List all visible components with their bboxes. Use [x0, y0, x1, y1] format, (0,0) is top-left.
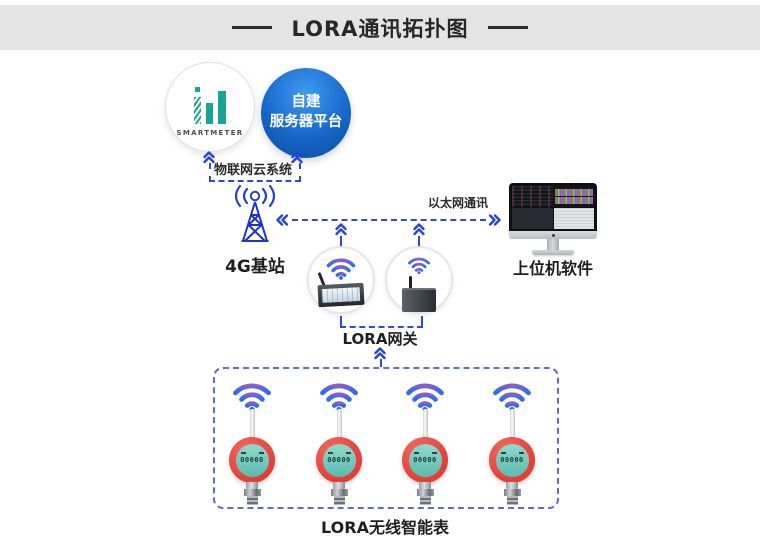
connector-collar: [333, 482, 345, 489]
meter-antenna: [509, 409, 515, 439]
connector-nut: [503, 489, 521, 496]
monitor-screen-panel: [553, 208, 594, 229]
chart-band: [554, 197, 593, 205]
connector-thread: [333, 496, 345, 505]
server-circle-line2: 服务器平台: [269, 114, 343, 130]
page-title: LORA通讯拓扑图: [291, 16, 469, 41]
gateway-uplink-stub: [418, 236, 420, 246]
wifi-signal-icon: [406, 383, 444, 412]
smart-meters-label: LORA无线智能表: [321, 518, 449, 537]
lora-gateway-label: LORA网关: [342, 330, 418, 348]
chevron-up-arrows-icon: [335, 223, 347, 236]
logo-bar-2: [206, 102, 213, 124]
logo-bar-3: [218, 90, 226, 124]
chevron-up-arrows-icon: [291, 151, 303, 164]
lora-smart-meter: 00000: [309, 379, 369, 505]
smart-meter-group-box: [213, 367, 559, 509]
title-rule-left: [231, 26, 272, 29]
lora-gateway-node-router: [385, 246, 453, 314]
gateway-device-icon: [317, 271, 365, 308]
host-software-label: 上位机软件: [512, 259, 593, 278]
connector-collar: [419, 482, 431, 489]
meter-body: 00000: [229, 437, 275, 483]
lcd-digits: 00000: [240, 456, 264, 464]
gateway-uplink-stub: [340, 236, 342, 246]
meter-body: 00000: [316, 437, 362, 483]
connector-thread: [246, 496, 258, 505]
chevron-left-arrows-icon: [276, 214, 289, 226]
gateway-device-icon: [402, 276, 436, 312]
self-server-circle: 自建 服务器平台: [261, 68, 351, 158]
device-screen: [321, 287, 361, 303]
meter-antenna: [422, 409, 428, 439]
connector-nut: [330, 489, 348, 496]
device-antenna: [409, 276, 412, 296]
meter-connector: [243, 482, 261, 505]
wifi-signal-icon: [493, 383, 531, 412]
antenna-tower-icon: [234, 185, 276, 242]
meter-connector: [416, 482, 434, 505]
connector-nut: [416, 489, 434, 496]
monitor-screen-panel: [512, 186, 553, 207]
smartmeter-brand-circle: SMARTMETER: [165, 62, 255, 152]
wifi-signal-icon: [326, 258, 356, 280]
connector-collar: [506, 482, 518, 489]
lcd-digits: 00000: [413, 456, 437, 464]
connector-collar: [246, 482, 258, 489]
monitor-screen-panel: [553, 186, 594, 207]
monitor-chin: [509, 231, 597, 239]
chevron-up-arrows-icon: [413, 223, 425, 236]
meter-connector: [330, 482, 348, 505]
wifi-signal-icon: [408, 257, 430, 275]
host-computer: [509, 183, 597, 255]
monitor-base: [532, 250, 574, 255]
chart-band: [554, 188, 593, 196]
server-circle-line1: 自建: [291, 94, 321, 111]
logo-dot: [195, 86, 200, 92]
meter-lcd-display: 00000: [322, 443, 356, 477]
monitor-logo-dot: [551, 233, 555, 237]
ethernet-dashed-line: [292, 219, 486, 221]
lcd-digits: 00000: [327, 456, 351, 464]
smartmeter-logo-icon: [194, 86, 226, 124]
chevron-up-arrows-icon: [203, 151, 215, 164]
title-bar: LORA通讯拓扑图: [0, 5, 760, 50]
meter-lcd-display: 00000: [408, 443, 442, 477]
connector-thread: [506, 496, 518, 505]
ethernet-link-label: 以太网通讯: [427, 196, 488, 210]
lora-gateway-node-lcd: [307, 246, 375, 314]
meter-body: 00000: [489, 437, 535, 483]
title-rule-right: [488, 26, 529, 29]
monitor-stand: [547, 239, 559, 250]
desktop-monitor-icon: [509, 183, 597, 231]
connector-nut: [243, 489, 261, 496]
meter-connector: [503, 482, 521, 505]
lcd-digits: 00000: [500, 456, 524, 464]
monitor-screen-panel: [512, 208, 553, 229]
brand-name: SMARTMETER: [176, 128, 244, 137]
device-body: [402, 288, 436, 312]
logo-bar-1: [194, 96, 201, 124]
lora-smart-meter: 00000: [482, 379, 542, 505]
meter-lcd-display: 00000: [495, 443, 529, 477]
gateway-connector-bracket: [340, 316, 423, 328]
wifi-signal-icon: [320, 383, 358, 412]
meter-lcd-display: 00000: [235, 443, 269, 477]
base-station-label: 4G基站: [225, 257, 285, 277]
cloud-connector-bracket: [209, 163, 301, 182]
wifi-signal-icon: [233, 383, 271, 412]
meter-antenna: [249, 409, 255, 439]
lora-smart-meter: 00000: [222, 379, 282, 505]
lora-smart-meter: 00000: [395, 379, 455, 505]
cloud-system-label: 物联网云系统: [213, 163, 292, 178]
meter-uplink-stub: [380, 359, 382, 367]
meter-body: 00000: [402, 437, 448, 483]
chevron-right-arrows-icon: [488, 214, 501, 226]
chevron-up-arrows-icon: [374, 347, 386, 360]
connector-thread: [419, 496, 431, 505]
meter-antenna: [336, 409, 342, 439]
